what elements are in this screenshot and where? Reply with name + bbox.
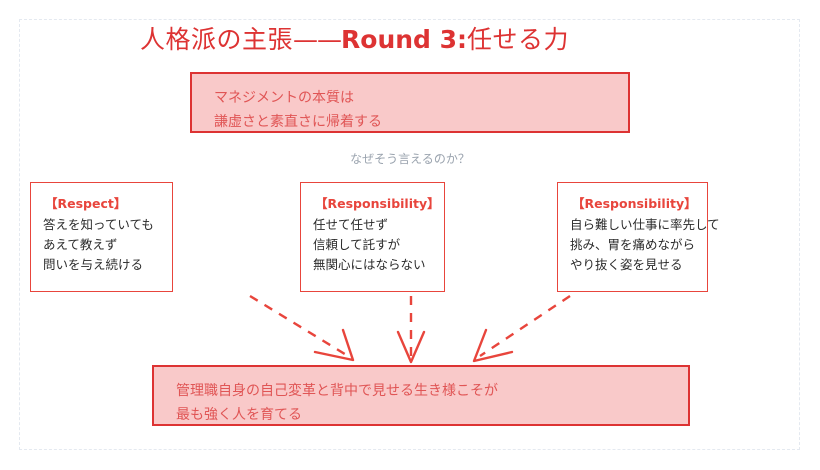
pillar-body: 任せて任せず 信頼して託すが 無関心にはならない [313, 215, 426, 275]
pillar-line-2: あえて教えず [43, 237, 118, 252]
conclusion-text: 管理職自身の自己変革と背中で見せる生き様こそが 最も強く人を育てる [176, 379, 498, 427]
pillar-line-3: 無関心にはならない [313, 257, 426, 272]
pillar-line-1: 答えを知っていても [43, 217, 154, 232]
pillar-box-respect: 【Respect】 答えを知っていても あえて教えず 問いを与え続ける [30, 182, 173, 292]
title-round-label: Round 3: [341, 25, 468, 54]
pillar-box-responsibility-example: 【Responsibility】 自ら難しい仕事に率先して 挑み、胃を痛めながら… [557, 182, 720, 292]
arrow-middle [396, 296, 426, 364]
title-dash-icon: —— [293, 25, 342, 54]
thesis-line-2: 謙虚さと素直さに帰着する [214, 114, 382, 130]
pillar-heading: 【Responsibility】 [572, 196, 697, 211]
arrow-right [472, 295, 571, 363]
thesis-line-1: マネジメントの本質は [214, 90, 354, 106]
question-caption: なぜそう言えるのか？ [350, 152, 470, 166]
pillar-heading: 【Respect】 [45, 196, 127, 211]
pillar-line-1: 任せて任せず [313, 217, 389, 232]
pillar-heading: 【Responsibility】 [315, 196, 440, 211]
pillar-body: 自ら難しい仕事に率先して 挑み、胃を痛めながら やり抜く姿を見せる [570, 215, 720, 275]
conclusion-line-2: 最も強く人を育てる [176, 407, 302, 423]
thesis-text: マネジメントの本質は 謙虚さと素直さに帰着する [214, 86, 382, 134]
pillar-line-3: 問いを与え続ける [43, 257, 144, 272]
pillar-line-1: 自ら難しい仕事に率先して [570, 217, 720, 232]
title-tail: 任せる力 [467, 25, 570, 54]
page-title: 人格派の主張——Round 3:任せる力 [140, 24, 569, 56]
pillar-line-3: やり抜く姿を見せる [570, 257, 683, 272]
pillar-box-responsibility-delegation: 【Responsibility】 任せて任せず 信頼して託すが 無関心にはならな… [300, 182, 445, 292]
arrow-left [249, 294, 355, 362]
conclusion-line-1: 管理職自身の自己変革と背中で見せる生き様こそが [176, 383, 498, 399]
pillar-body: 答えを知っていても あえて教えず 問いを与え続ける [43, 215, 154, 275]
pillar-line-2: 挑み、胃を痛めながら [570, 237, 696, 252]
pillar-line-2: 信頼して託すが [313, 237, 401, 252]
title-lead: 人格派の主張 [140, 25, 294, 54]
conclusion-box: 管理職自身の自己変革と背中で見せる生き様こそが 最も強く人を育てる [152, 365, 690, 426]
thesis-box: マネジメントの本質は 謙虚さと素直さに帰着する [190, 72, 630, 133]
